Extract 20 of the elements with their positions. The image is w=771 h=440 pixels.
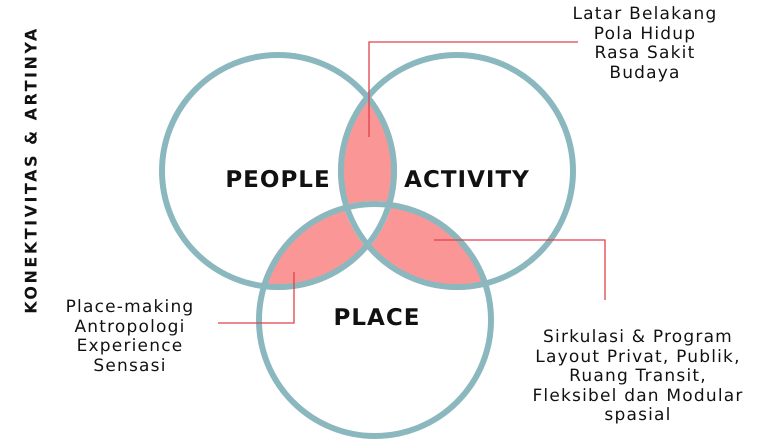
callout-text: Rasa Sakit <box>594 44 696 64</box>
callout-text: Place-making <box>66 298 194 318</box>
callout-text: Budaya <box>609 64 681 83</box>
leader-line <box>434 239 606 300</box>
vertical-title: KONEKTIVITAS & ARTINYA <box>22 26 40 314</box>
circle-label: PEOPLE <box>225 167 331 193</box>
leader-line <box>218 272 295 324</box>
venn-circle <box>256 201 494 439</box>
callout-text: Experience <box>76 337 184 356</box>
callout-text: Antropologi <box>74 318 186 337</box>
venn-circle <box>159 52 397 290</box>
circle-label: ACTIVITY <box>404 167 530 193</box>
circle-label: PLACE <box>334 305 420 331</box>
callout-text: Fleksibel dan Modular spasial <box>531 386 745 426</box>
venn-circle <box>338 52 576 290</box>
callout-text: Pola Hidup <box>594 24 696 44</box>
callout-text: Latar Belakang <box>572 5 718 24</box>
callout-text: Sirkulasi & Program <box>543 328 733 348</box>
callout-text: Layout Privat, Publik, Ruang Transit, <box>534 348 742 386</box>
callout-text: Sensasi <box>93 356 167 376</box>
